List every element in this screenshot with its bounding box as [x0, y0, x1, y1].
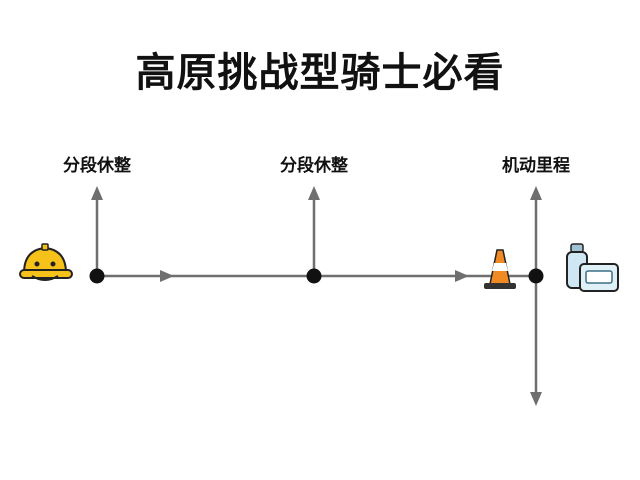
branch-arrow-2 [308, 186, 320, 200]
stage-label-3: 机动里程 [502, 156, 570, 176]
traffic-cone-icon [484, 249, 516, 289]
stage-label-1: 分段休整 [63, 156, 131, 176]
water-bottle-and-card-icon [566, 243, 619, 292]
route-node-1 [89, 268, 105, 284]
helmet-icon [19, 243, 73, 281]
page-title: 高原挑战型骑士必看 [135, 50, 505, 96]
route-arrow-2 [455, 270, 469, 282]
branch-arrow-3-down [530, 392, 542, 406]
branch-arrow-1 [91, 186, 103, 200]
stage-label-2: 分段休整 [280, 156, 348, 176]
route-arrow-1 [160, 270, 174, 282]
route-node-2 [306, 268, 322, 284]
route-node-3 [528, 268, 544, 284]
branch-arrow-3-up [530, 186, 542, 200]
